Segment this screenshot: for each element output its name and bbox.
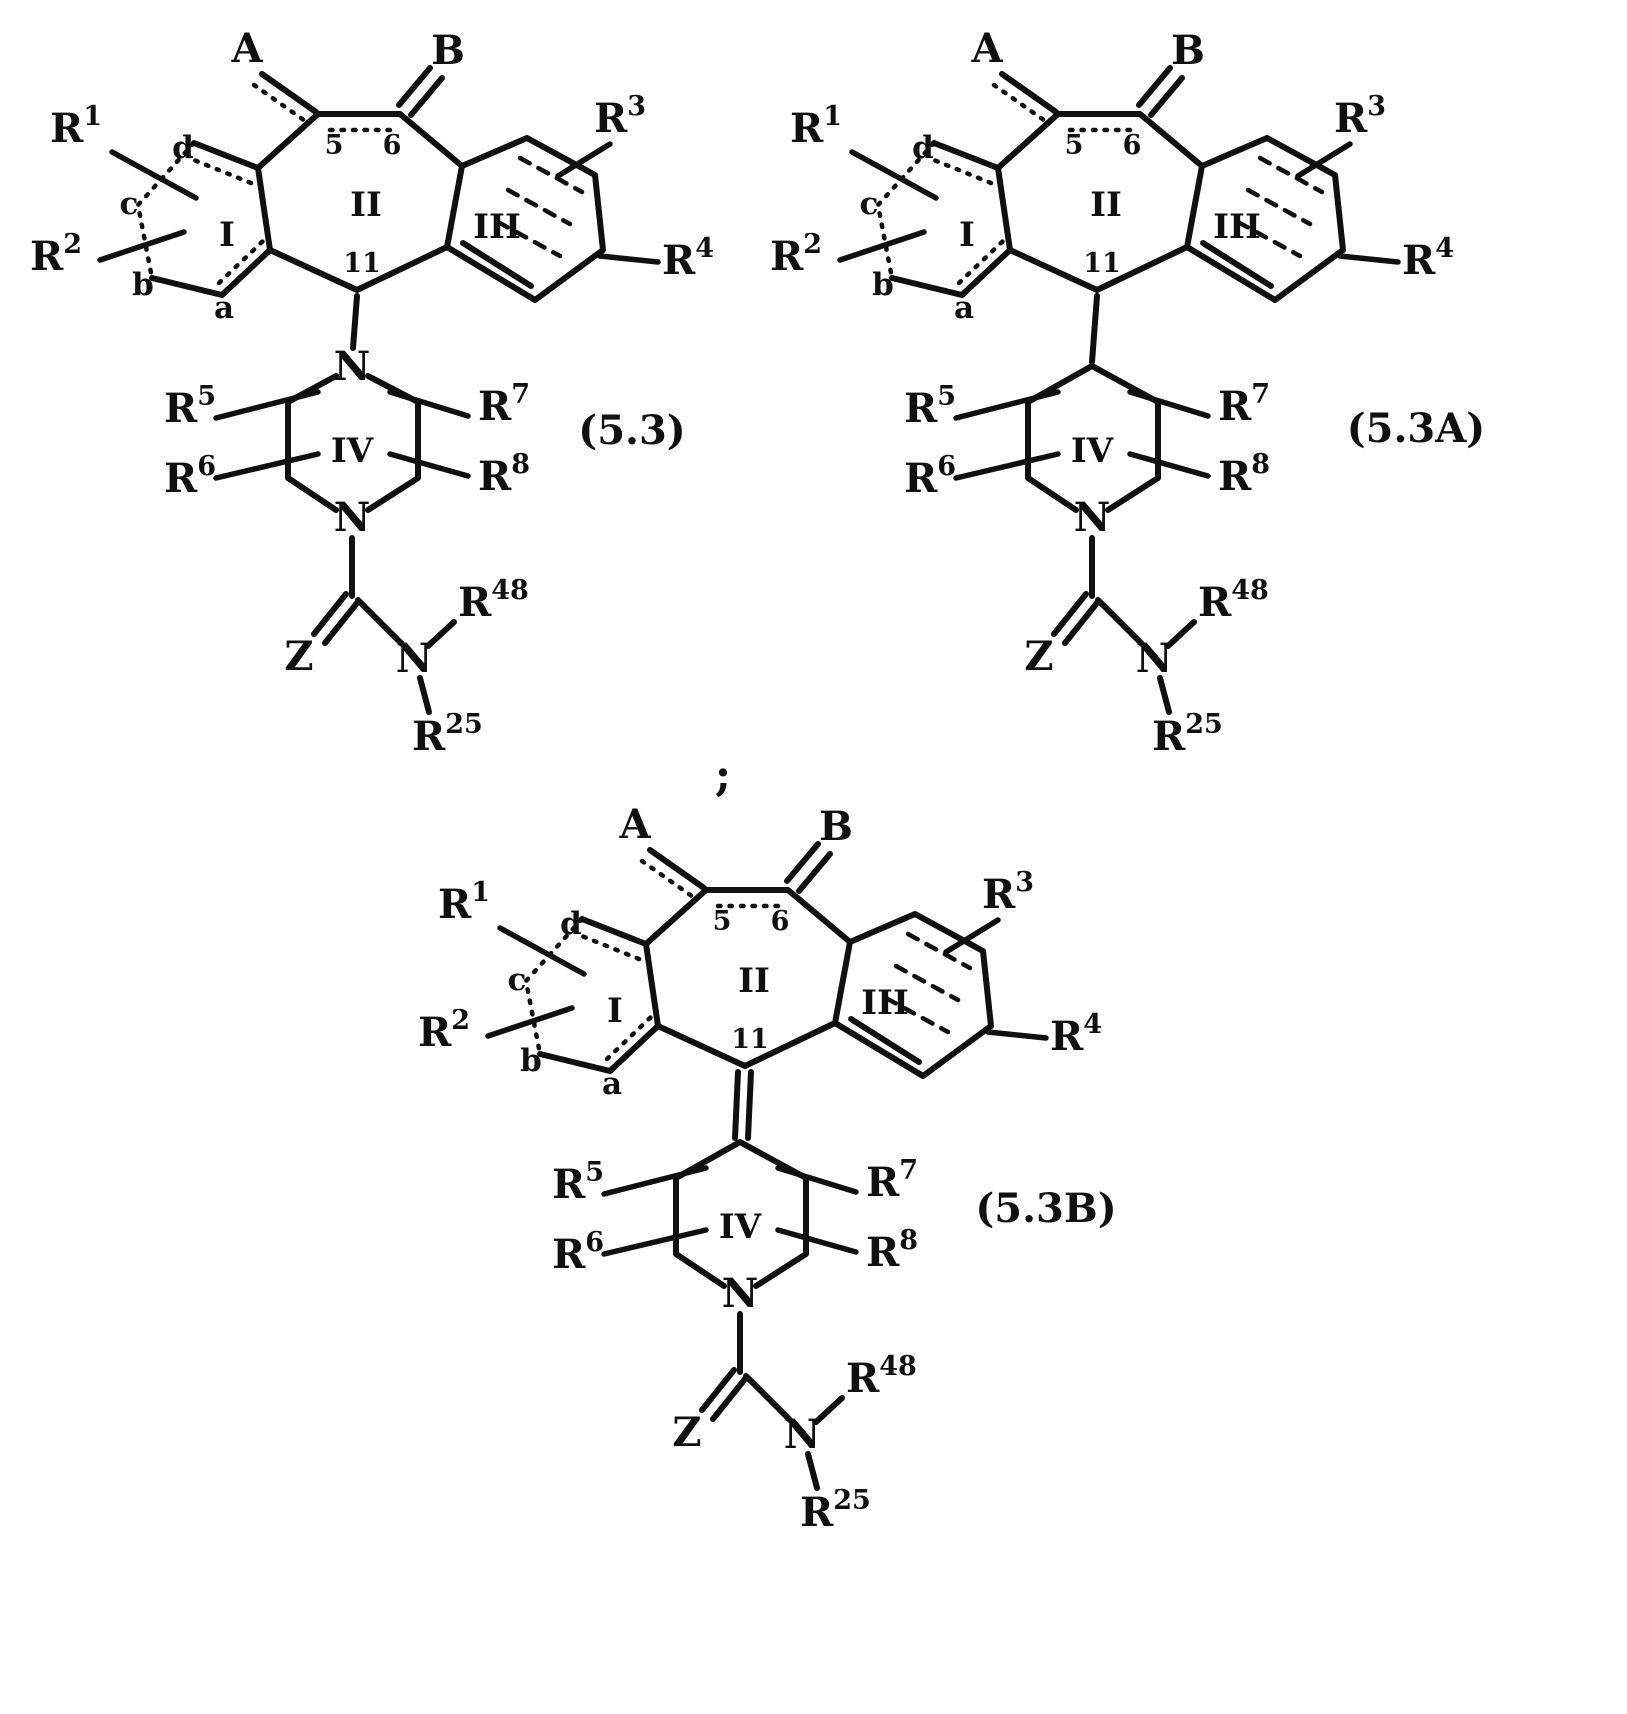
linkage-bond-5-3A: [1089, 293, 1100, 365]
structure-5-3A: (5.3A): [770, 25, 1485, 760]
skeleton-instance-5-3B: [418, 801, 1102, 1536]
skeleton-instance-5-3A: [770, 25, 1454, 760]
skeleton-instance-5-3: [30, 25, 714, 760]
linkage-double-bond-5-3B: [732, 1069, 754, 1141]
structure-5-3B: (5.3B): [418, 801, 1117, 1536]
formula-label-5-3: (5.3): [578, 407, 685, 454]
ring-IV-top-bonds-5-3: [285, 373, 421, 405]
linkage-bond-5-3: [350, 293, 360, 351]
structure-5-3: N (5.3): [30, 25, 714, 760]
formula-label-5-3B: (5.3B): [975, 1185, 1116, 1232]
separator-semicolon: ;: [715, 750, 731, 801]
ring-IV-top-bonds-5-3A: [1025, 363, 1161, 405]
formula-label-5-3A: (5.3A): [1347, 405, 1485, 452]
label-N-top-5-3: N: [334, 343, 371, 390]
ring-IV-top-bonds-5-3B: [673, 1139, 809, 1181]
